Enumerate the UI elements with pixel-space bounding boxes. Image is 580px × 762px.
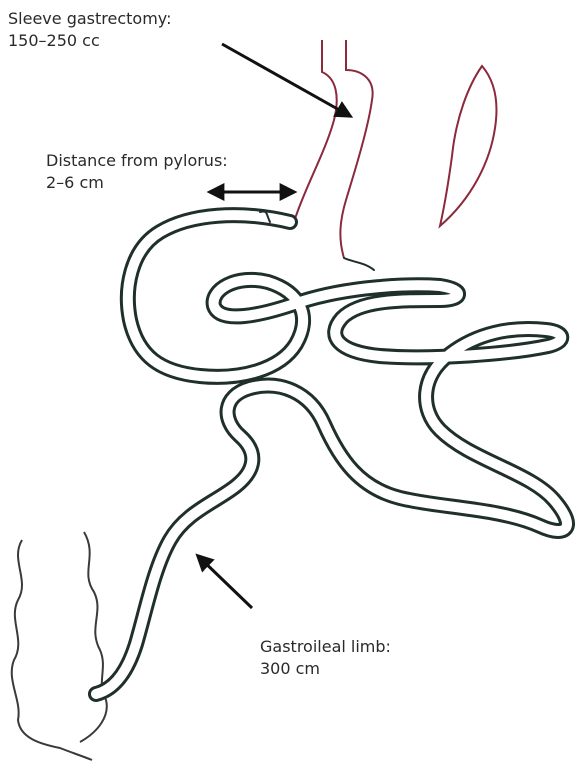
gastroileal-limb-label: Gastroileal limb: 300 cm [260,636,391,680]
colon-outline [12,532,107,760]
gastroileal-limb [96,211,567,694]
distance-label-line2: 2–6 cm [46,172,228,194]
limb-label-line1: Gastroileal limb: [260,636,391,658]
limb-arrow [198,556,252,608]
sleeve-label-line2: 150–250 cc [8,30,171,52]
limb-label-line2: 300 cm [260,658,391,680]
distance-label-line1: Distance from pylorus: [46,150,228,172]
sleeve-label-line1: Sleeve gastrectomy: [8,8,171,30]
excised-stomach-remnant [440,66,496,226]
distance-from-pylorus-label: Distance from pylorus: 2–6 cm [46,150,228,194]
sleeve-gastrectomy-label: Sleeve gastrectomy: 150–250 cc [8,8,171,52]
